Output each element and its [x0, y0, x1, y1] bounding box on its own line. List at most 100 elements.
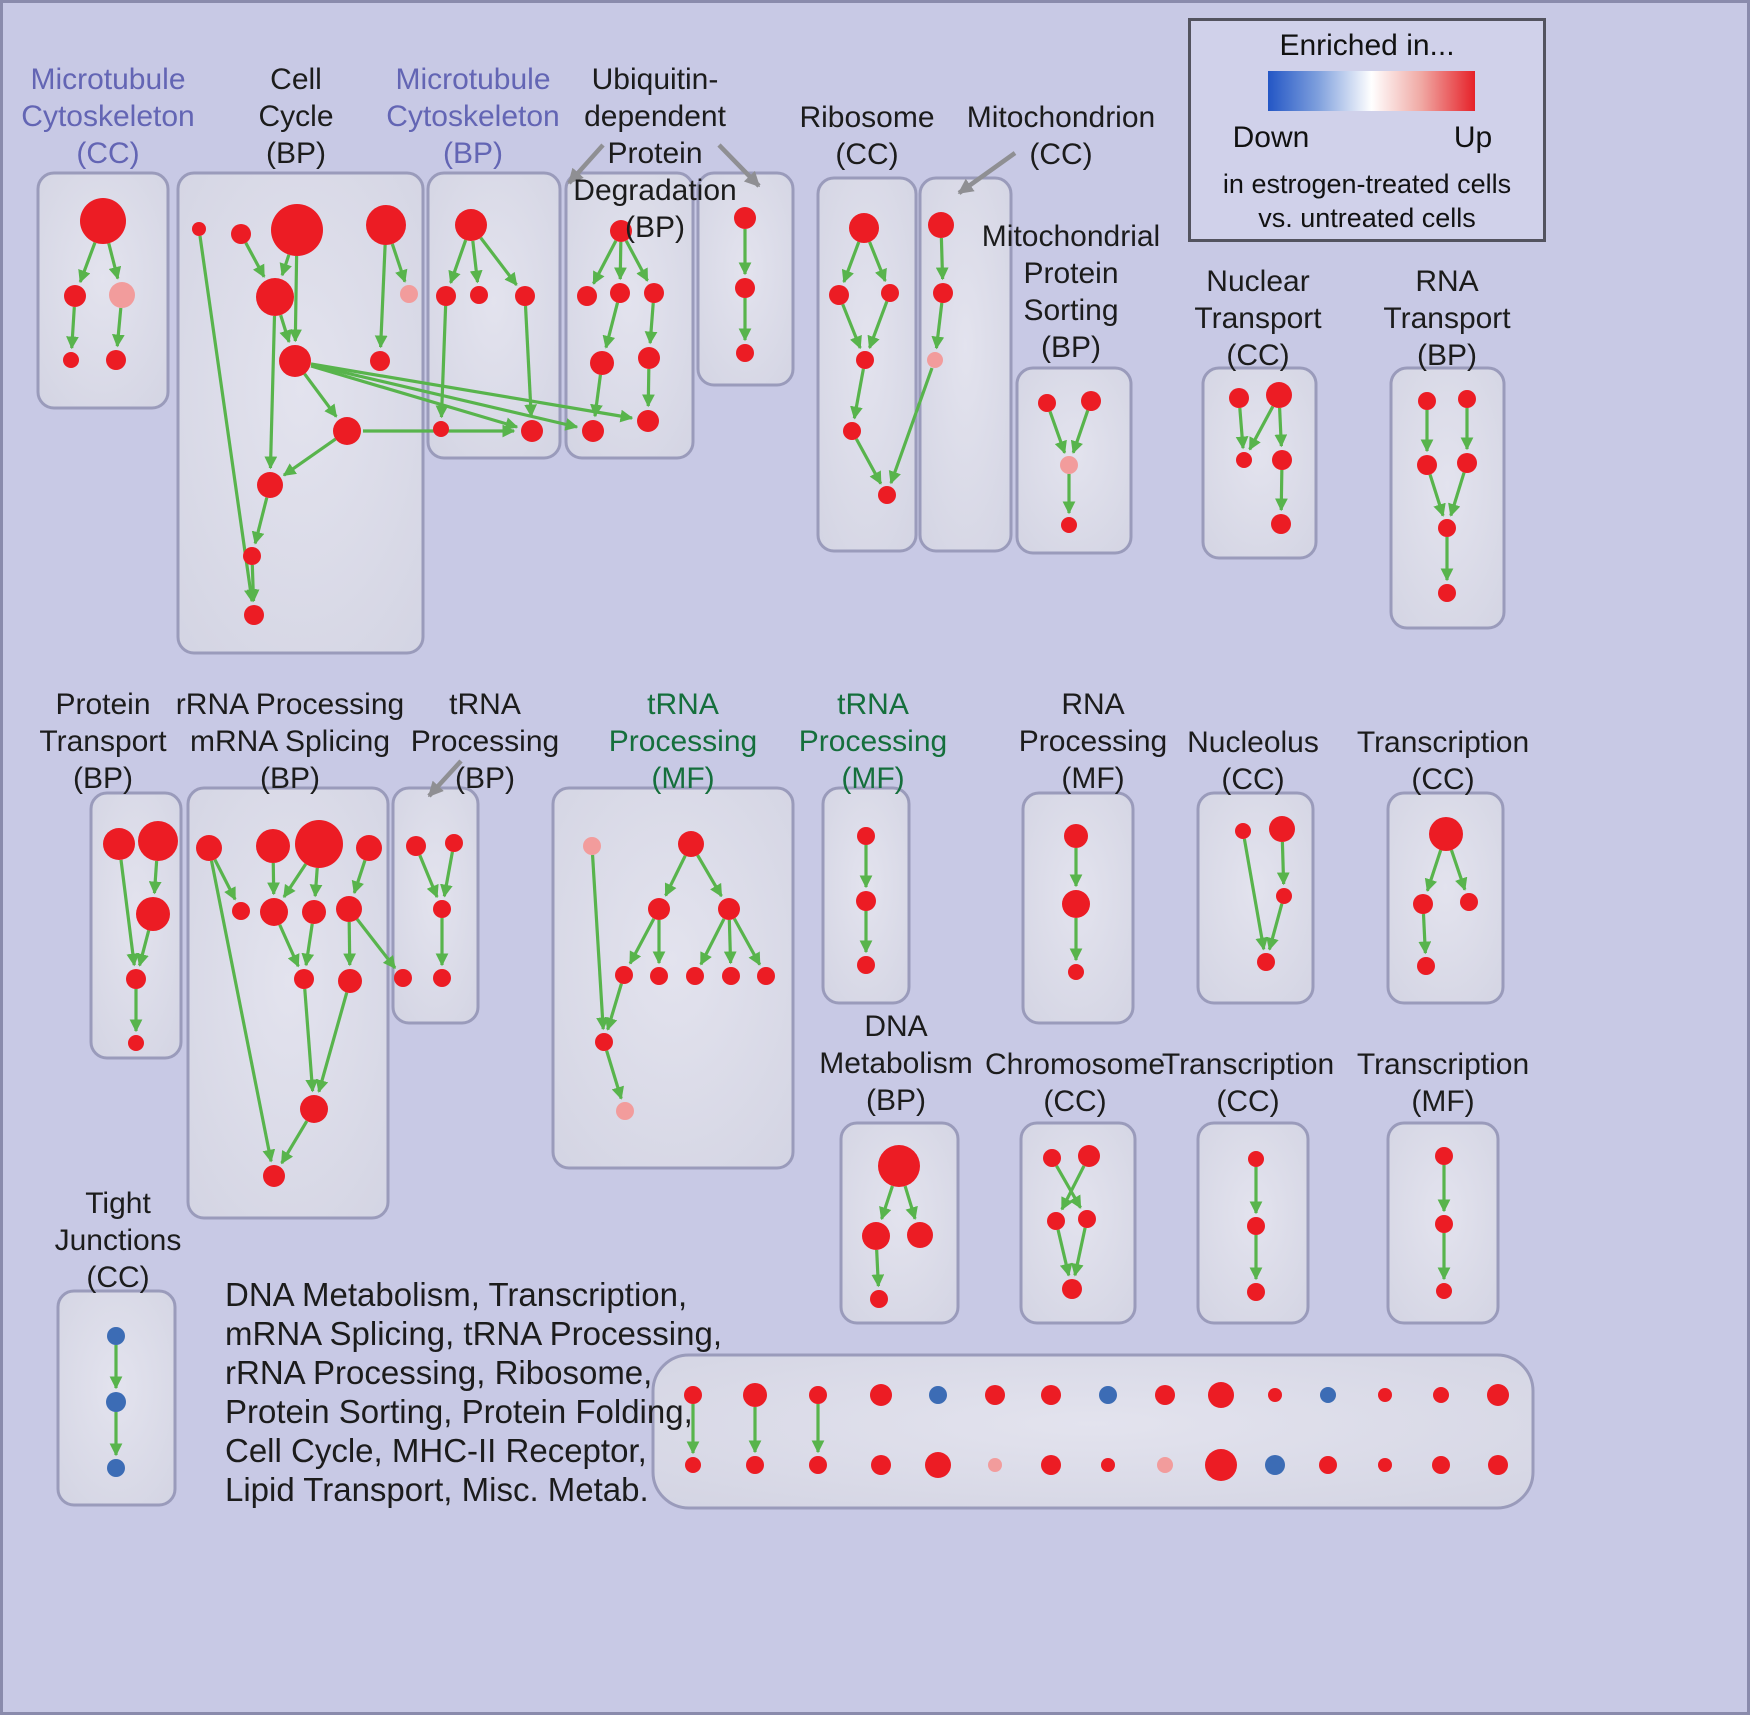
label-pointer-arrow: [427, 759, 463, 798]
gene-node-red: [685, 1457, 701, 1473]
network-edge: [303, 988, 319, 1093]
network-edge: [279, 254, 292, 277]
gene-node-red: [1078, 1210, 1096, 1228]
gene-node-red: [1236, 452, 1252, 468]
gene-node-red: [743, 1383, 767, 1407]
label-pointer-arrow: [717, 143, 761, 188]
misc-text-line: DNA Metabolism, Transcription,: [225, 1276, 688, 1313]
misc-text-line: Protein Sorting, Protein Folding,: [225, 1393, 693, 1430]
gene-node-red: [849, 213, 879, 243]
group-box-mixed-categories: [651, 1353, 1535, 1510]
gene-node-red: [1248, 1151, 1264, 1167]
network-edge: [1266, 903, 1284, 951]
network-edge: [1070, 409, 1090, 454]
gene-node-pink: [400, 285, 418, 303]
gene-node-blue: [1320, 1387, 1336, 1403]
gene-node-red: [302, 900, 326, 924]
network-edge: [696, 854, 723, 898]
gene-node-pink: [616, 1102, 634, 1120]
gene-node-red: [1062, 890, 1090, 918]
gene-node-red: [1488, 1455, 1508, 1475]
network-edge: [301, 923, 315, 967]
gene-node-red: [857, 956, 875, 974]
network-edge: [592, 240, 618, 285]
gene-node-red: [644, 283, 664, 303]
network-edge: [136, 930, 151, 967]
network-edge: [1276, 841, 1290, 886]
gene-node-red: [1435, 1147, 1453, 1165]
gene-node-red: [1272, 450, 1292, 470]
network-edge: [854, 438, 883, 485]
gene-node-red: [521, 420, 543, 442]
gene-node-red: [80, 198, 126, 244]
gene-node-red: [196, 835, 222, 861]
network-edge: [209, 860, 276, 1163]
network-edge: [1060, 1165, 1086, 1211]
gene-node-red: [1413, 894, 1433, 914]
gene-node-blue: [929, 1386, 947, 1404]
network-edge: [119, 859, 140, 967]
misc-categories-text: DNA Metabolism, Transcription, mRNA Spli…: [225, 1275, 722, 1509]
network-edge: [871, 1249, 885, 1288]
group-box-cell-cycle-bp: [176, 171, 425, 655]
gene-node-pink: [583, 837, 601, 855]
gene-node-red: [1081, 391, 1101, 411]
gene-node-red: [271, 204, 323, 256]
gene-node-red: [577, 286, 597, 306]
gene-node-red: [757, 967, 775, 985]
gene-node-red: [648, 898, 670, 920]
gene-node-red: [244, 605, 264, 625]
gene-node-red: [610, 283, 630, 303]
network-edge: [1048, 410, 1067, 454]
gene-node-red: [356, 835, 382, 861]
gene-node-red: [862, 1222, 890, 1250]
gene-node-red: [1247, 1283, 1265, 1301]
network-edge: [111, 307, 125, 348]
network-edge: [1071, 1227, 1087, 1277]
gene-node-red: [1235, 823, 1251, 839]
gene-node-red: [433, 969, 451, 987]
gene-node-red: [64, 285, 86, 307]
legend: Enriched in... Down Up in estrogen-treat…: [1188, 18, 1546, 242]
legend-title: Enriched in...: [1279, 29, 1455, 62]
gene-node-red: [1041, 1455, 1061, 1475]
network-edge: [602, 302, 620, 349]
gene-node-pink: [988, 1458, 1002, 1472]
legend-down-label: Down: [1232, 121, 1310, 154]
network-edge: [435, 305, 449, 419]
legend-gradient-bar: [1268, 71, 1475, 111]
gene-node-red: [878, 486, 896, 504]
network-edge: [605, 1050, 624, 1100]
gene-node-red: [128, 1035, 144, 1051]
network-edge: [732, 917, 762, 966]
gene-node-red: [433, 900, 451, 918]
network-edge: [1424, 849, 1443, 892]
gene-node-red: [1378, 1388, 1392, 1402]
gene-node-red: [260, 898, 288, 926]
group-box-dna-metabolism-bp: [839, 1121, 960, 1325]
gene-node-red: [1436, 1283, 1452, 1299]
network-edge: [1242, 838, 1269, 951]
network-edge: [903, 1185, 918, 1220]
gene-node-pink: [1157, 1457, 1173, 1473]
group-box-chromosome-cc: [1019, 1121, 1137, 1325]
gene-node-red: [394, 969, 412, 987]
gene-node-red: [1458, 390, 1476, 408]
gene-node-red: [734, 207, 756, 229]
gene-node-red: [1460, 893, 1478, 911]
legend-up-label: Up: [1453, 121, 1493, 154]
gene-node-red: [470, 286, 488, 304]
gene-node-red: [746, 1456, 764, 1474]
gene-node-red: [257, 472, 283, 498]
gene-node-red: [445, 834, 463, 852]
network-edge: [1274, 407, 1288, 448]
gene-node-red: [1438, 519, 1456, 537]
gene-node-red: [1205, 1449, 1237, 1481]
gene-node-red: [985, 1385, 1005, 1405]
gene-node-red: [1432, 1456, 1450, 1474]
gene-node-red: [1257, 953, 1275, 971]
gene-node-red: [436, 286, 456, 306]
gene-node-blue: [1265, 1455, 1285, 1475]
network-edge: [282, 863, 308, 899]
